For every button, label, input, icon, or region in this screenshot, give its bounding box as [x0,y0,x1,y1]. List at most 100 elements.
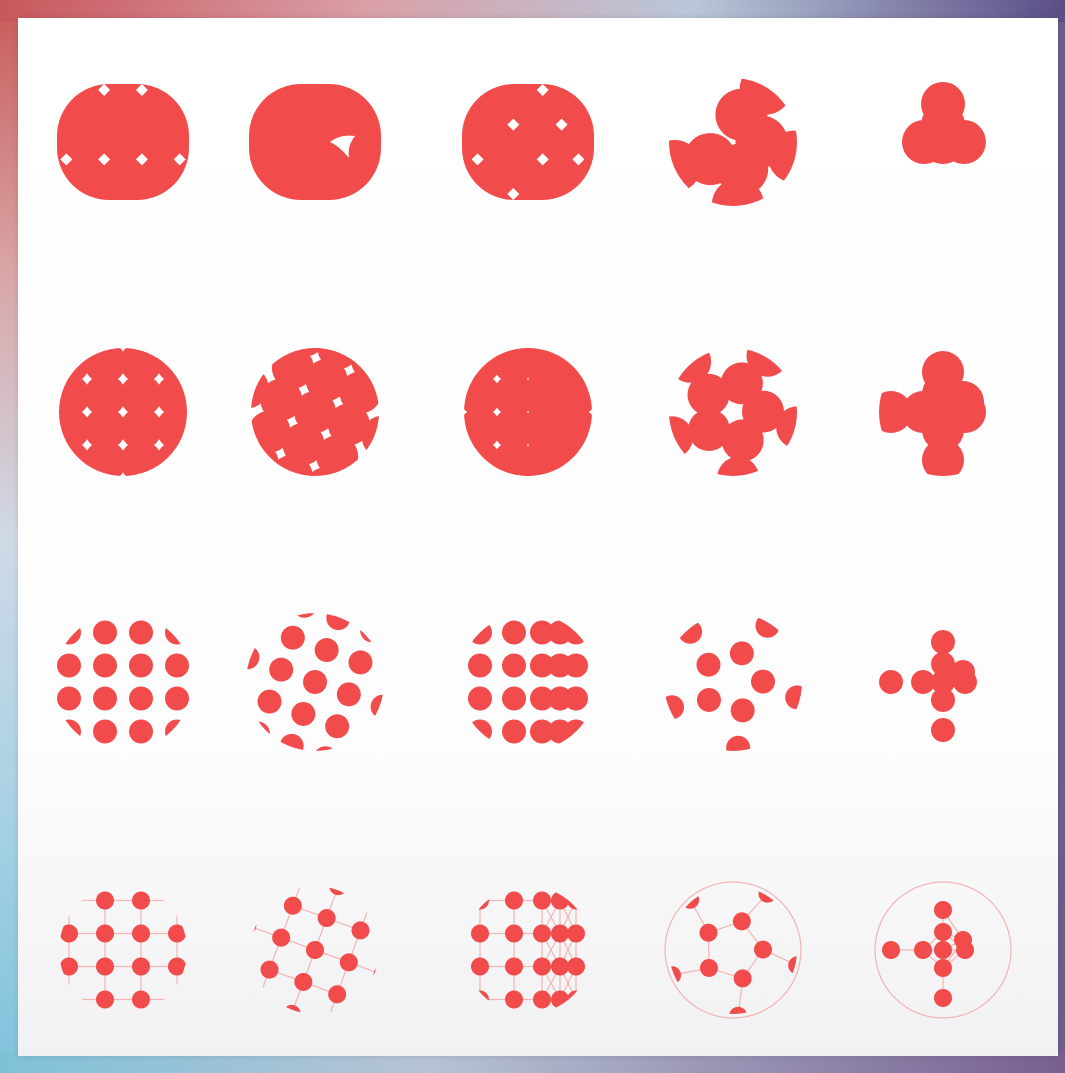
pattern-cell-r1-c2 [249,84,381,200]
guide-line [292,1014,326,1026]
guide-line [338,886,372,898]
pattern-dot [295,865,313,883]
pattern-dot [551,892,569,910]
pattern-dot [60,991,78,1009]
pattern-dot [505,892,523,910]
pattern-dot [551,991,569,1009]
pattern-dot [471,925,489,943]
pattern-dot [699,924,717,942]
blob-dot [768,131,820,183]
pattern-cell-r3-c5 [879,630,977,742]
pattern-dot [96,892,114,910]
pattern-dot [96,991,114,1009]
pattern-dot [681,891,699,909]
blob-shape [249,84,381,200]
pattern-dot [697,688,721,712]
pattern-dot [57,654,81,678]
pattern-cell-r4-c3 [471,892,585,1009]
pattern-dot [533,991,551,1009]
pattern-cell-r3-c4 [660,614,809,760]
pattern-dot [318,909,336,927]
pattern-dot [168,991,186,1009]
pattern-dot [551,925,569,943]
pattern-dot [717,457,759,499]
pattern-dot [931,718,955,742]
pattern-dot [168,925,186,943]
pattern-dot [93,687,117,711]
blob-dot [740,63,792,115]
pattern-dot [303,670,327,694]
pattern-dot [165,687,189,711]
pattern-dot [567,925,585,943]
pattern-dot [468,621,492,645]
blob-dot [712,179,764,231]
guide-line [304,874,338,886]
blob-dot [649,140,701,192]
pattern-dot [351,921,369,939]
pattern-dot [156,342,198,384]
pattern-dot [246,722,270,746]
pattern-dot [57,621,81,645]
diamond-hole [472,84,484,96]
pattern-dot [567,991,585,1009]
pattern-cell-r2-c4 [651,335,818,499]
pattern-dot [238,916,256,934]
pattern-dot [651,416,693,458]
pattern-dot [292,594,316,618]
pattern-dot [567,958,585,976]
pattern-dot [340,953,358,971]
pattern-dot [374,966,392,984]
pattern-cell-r2-c2 [226,315,403,509]
pattern-dot [660,695,684,719]
pattern-dot [325,714,349,738]
pattern-dot [731,698,755,722]
pattern-dot [505,991,523,1009]
blob-dot [942,120,986,164]
pattern-dot [755,614,779,638]
pattern-dot [360,618,384,642]
pattern-dot [931,688,955,712]
pattern-dot [168,892,186,910]
pattern-dot [129,621,153,645]
pattern-cell-r1-c4 [649,63,820,231]
pattern-cell-r2-c5 [870,351,986,481]
pattern-dot [870,391,912,433]
pattern-dot [696,653,720,677]
pattern-dot [669,341,711,383]
pattern-dot [564,687,588,711]
blob-shape [57,84,189,200]
pattern-dot [129,720,153,744]
pattern-dot [328,985,346,1003]
pattern-dot [502,654,526,678]
pattern-cell-r4-c1 [60,892,186,1009]
pattern-cell-r4-c5 [875,882,1011,1018]
pattern-dot [555,441,597,483]
pattern-dot [914,941,932,959]
pattern-cell-r3-c1 [57,621,189,744]
pattern-dot [362,416,404,458]
pattern-dot [237,443,279,485]
pattern-dot [57,720,81,744]
pattern-dot [700,959,718,977]
pattern-dot [337,682,361,706]
pattern-dot [249,993,267,1011]
pattern-dot [156,441,198,483]
pattern-dot [132,925,150,943]
pattern-dot [271,455,313,497]
pattern-dot [471,892,489,910]
pattern-dot [931,630,955,654]
pattern-dot [533,958,551,976]
pattern-cell-r4-c2 [238,865,391,1035]
pattern-dot [934,901,952,919]
pattern-dot [93,720,117,744]
pattern-dot [954,931,972,949]
pattern-dot [951,660,975,684]
pattern-dot [502,720,526,744]
pattern-dot [751,670,775,694]
pattern-dot [468,654,492,678]
pattern-dot [471,991,489,1009]
pattern-dot [502,687,526,711]
pattern-dot [60,958,78,976]
pattern-dot [315,638,339,662]
pattern-dot [729,1007,747,1025]
